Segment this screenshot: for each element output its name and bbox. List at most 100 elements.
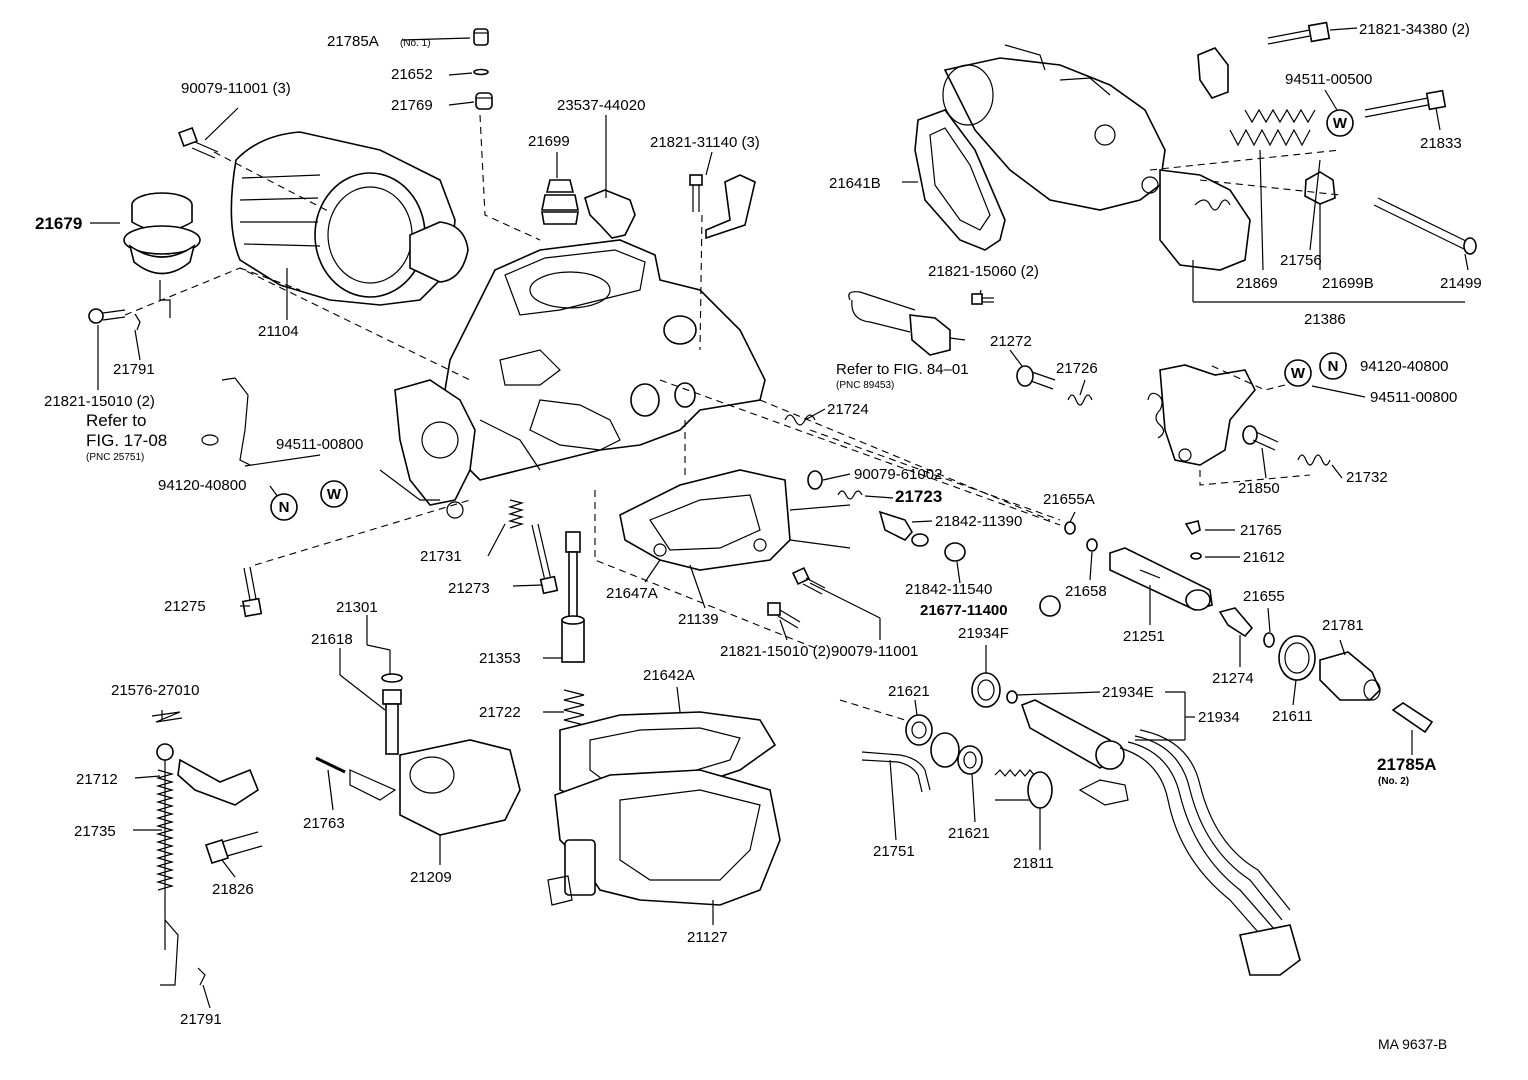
cap-21677-11400-part [1039, 595, 1061, 617]
nut-symbol-right: N [1319, 352, 1347, 380]
washer-symbol-left: W [320, 480, 348, 508]
label-21127: 21127 [687, 929, 728, 946]
label-21785a-no1: 21785A [327, 33, 379, 50]
label-21934f: 21934F [958, 625, 1009, 642]
label-21785a-no2: 21785A [1377, 755, 1437, 774]
label-21139: 21139 [678, 611, 719, 628]
diaphragm-21679-part [123, 192, 201, 318]
carburetor-body-part [439, 239, 766, 481]
label-fig-17-08: FIG. 17-08 [86, 431, 167, 450]
screw-21274-part [1218, 607, 1254, 638]
label-21723: 21723 [895, 487, 942, 506]
clip-bracket-part [1197, 47, 1229, 99]
parts-artwork [88, 21, 1477, 986]
pin-21763-part [315, 756, 346, 774]
label-21658: 21658 [1065, 583, 1107, 600]
ring-21658-part [1086, 538, 1098, 552]
label-21781: 21781 [1322, 617, 1364, 634]
label-21611: 21611 [1272, 708, 1313, 725]
label-94511-00800-right: 94511-00800 [1370, 389, 1457, 406]
spring-21726-part [1067, 394, 1093, 406]
bolt-21811-part [994, 769, 1053, 809]
boot-21699-part [541, 179, 579, 225]
gasket-21611-part [1278, 635, 1316, 681]
label-90079-11001-3: 90079-11001 (3) [181, 80, 291, 97]
label-21735: 21735 [74, 823, 116, 840]
bolt-90079-11001-part [178, 127, 219, 159]
label-90079-11001-mid: 90079-11001 [831, 643, 918, 660]
spring-21732-part [1297, 454, 1331, 466]
gasket-21641b-inner [929, 127, 991, 231]
ring-21655-part [1263, 632, 1275, 648]
cap-21769-part [475, 92, 493, 110]
gasket-21641b-part [914, 109, 1006, 251]
label-21869: 21869 [1236, 275, 1278, 292]
label-94511-00500: 94511-00500 [1285, 71, 1372, 88]
svg-text:W: W [1333, 115, 1348, 132]
fitting-21781-part [1319, 651, 1381, 701]
label-21655: 21655 [1243, 588, 1285, 605]
nut-symbol-left: N [270, 493, 298, 521]
label-21677-11400: 21677-11400 [920, 602, 1008, 619]
label-21821-34380-2: 21821-34380 (2) [1359, 21, 1470, 38]
label-21712: 21712 [76, 771, 118, 788]
label-23537-44020: 23537-44020 [557, 97, 645, 114]
assembly-lines [124, 114, 1341, 721]
washer-symbol-top-right: W [1326, 109, 1354, 137]
screw-21275-part [241, 566, 263, 618]
clip-21791-top-part [134, 313, 141, 331]
label-21386: 21386 [1304, 311, 1346, 328]
bracket-fig17-eye [201, 434, 219, 446]
label-21655a: 21655A [1043, 491, 1095, 508]
bolt-21833-part [1364, 89, 1447, 118]
part-labels: 21785A (No. 1) 21652 21769 90079-11001 (… [35, 21, 1482, 1052]
label-21785a-no1-sub: (No. 1) [400, 38, 431, 49]
label-21785a-no2-sub: (No. 2) [1378, 776, 1409, 787]
clip-21576-part [151, 711, 183, 723]
lever-21712-part [156, 743, 259, 806]
label-21722: 21722 [479, 704, 521, 721]
label-21679: 21679 [35, 214, 82, 233]
label-21104: 21104 [258, 323, 299, 340]
sensor-connector-part [848, 291, 966, 356]
clip-21791-bottom-part [197, 967, 206, 986]
label-21821-15060-2: 21821-15060 (2) [928, 263, 1039, 280]
label-94120-40800-right: 94120-40800 [1360, 358, 1448, 375]
plate-21647a-part [619, 469, 851, 571]
throttle-linkage-part [379, 379, 476, 519]
screw-21273-part [531, 523, 559, 595]
label-pnc-89453: (PNC 89453) [836, 380, 894, 391]
gasket-21934f-part [971, 672, 1001, 708]
label-21209: 21209 [410, 869, 452, 886]
label-21652: 21652 [391, 66, 433, 83]
rod-21499-part [1373, 197, 1477, 255]
washer-symbol-right: W [1284, 359, 1312, 387]
screw-21272-part [1016, 365, 1056, 390]
label-21576-27010: 21576-27010 [111, 682, 199, 699]
label-21301: 21301 [336, 599, 378, 616]
ring-21655a-part [1064, 521, 1076, 535]
screw-21821-15010-mid-part [767, 602, 801, 629]
washer-nut-symbols: N W W W N [270, 109, 1354, 521]
label-21621-bottom: 21621 [948, 825, 990, 842]
label-21833: 21833 [1420, 135, 1462, 152]
figure-code: MA 9637-B [1378, 1036, 1447, 1052]
label-21699: 21699 [528, 133, 570, 150]
solenoid-21209-part [349, 739, 521, 836]
union-21751-part [861, 732, 960, 793]
label-21791-bottom: 21791 [180, 1011, 222, 1028]
label-21821-15010-2-mid: 21821-15010 (2) [720, 643, 831, 660]
label-21765: 21765 [1240, 522, 1282, 539]
screw-21765-part [1184, 520, 1201, 536]
gasket-21621-top-part [905, 714, 933, 746]
label-refer-to-fig-84-01: Refer to FIG. 84–01 [836, 361, 969, 378]
spring-21869-part [1229, 128, 1311, 147]
needle-21353-part [561, 531, 585, 663]
label-21618: 21618 [311, 631, 353, 648]
label-21751: 21751 [873, 843, 915, 860]
label-21274: 21274 [1212, 670, 1254, 687]
boot-21699b-part [1304, 171, 1336, 205]
label-21641b: 21641B [829, 175, 881, 192]
label-21826: 21826 [212, 881, 254, 898]
